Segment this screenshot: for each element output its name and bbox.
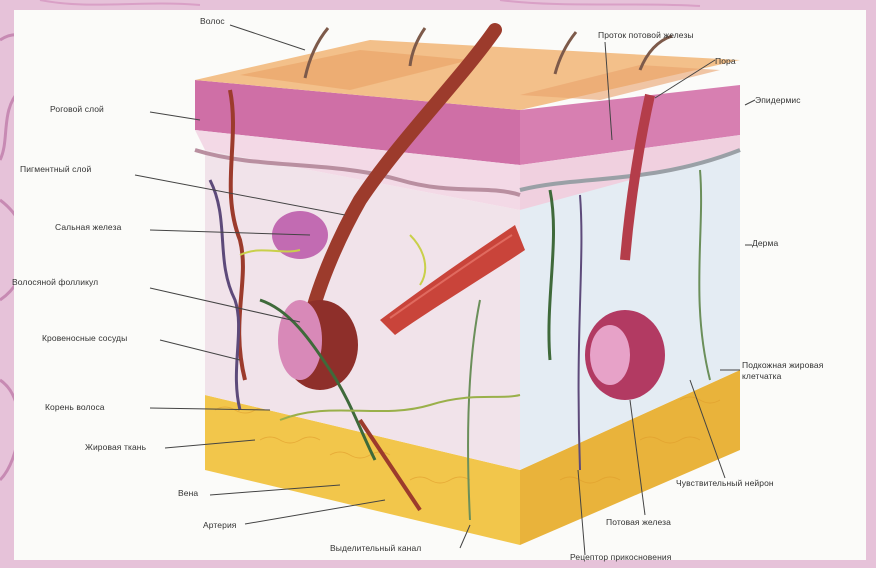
label-blood-vessels: Кровеносные сосуды	[42, 333, 127, 343]
label-pressure-receptor: Рецептор прикосновения	[570, 552, 671, 562]
label-sebaceous-gland: Сальная железа	[55, 222, 121, 232]
label-hair-follicle: Волосяной фолликул	[12, 277, 98, 287]
label-sweat-gland: Потовая железа	[606, 517, 671, 527]
label-subcutaneous: Подкожная жировая клетчатка	[742, 360, 862, 382]
label-epidermis: Эпидермис	[755, 95, 801, 105]
label-artery: Артерия	[203, 520, 237, 530]
label-sweat-pore: Проток потовой железы	[598, 30, 694, 40]
label-dermis: Дерма	[752, 238, 778, 248]
label-pore: Пора	[715, 56, 736, 66]
label-hair: Волос	[200, 16, 225, 26]
label-excretory-duct: Выделительный канал	[330, 543, 421, 553]
label-pigment-layer: Пигментный слой	[20, 164, 91, 174]
label-sensory-neuron: Чувствительный нейрон	[676, 478, 774, 488]
label-hair-root: Корень волоса	[45, 402, 105, 412]
label-vein: Вена	[178, 488, 198, 498]
label-horny-layer: Роговой слой	[50, 104, 104, 114]
label-fat-tissue: Жировая ткань	[85, 442, 146, 452]
